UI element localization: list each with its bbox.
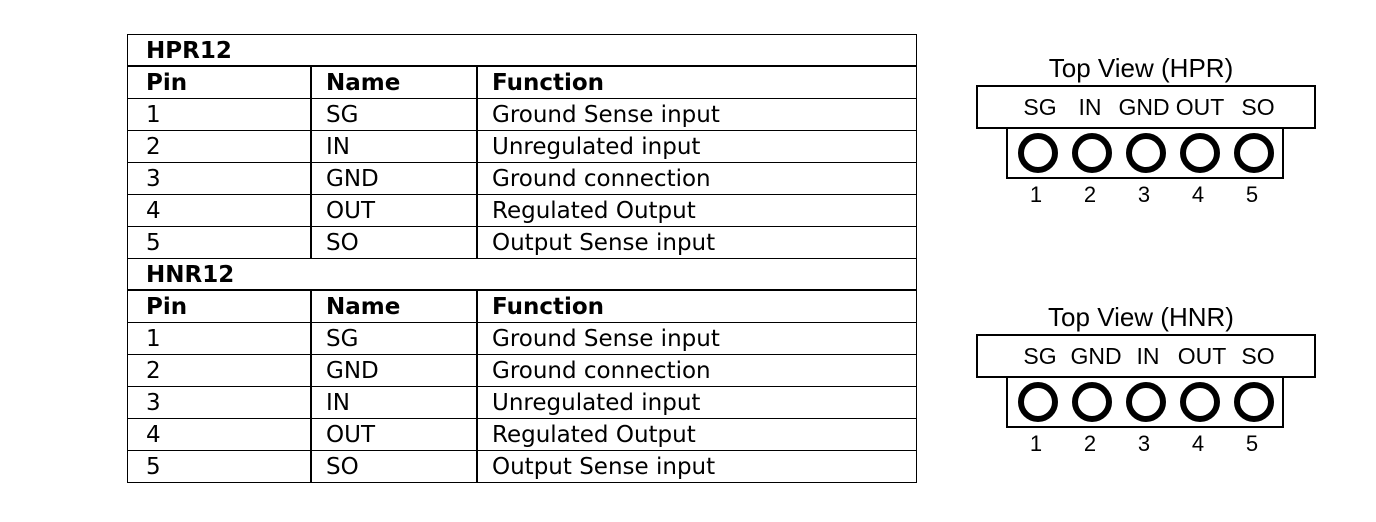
cell-function: Unregulated input xyxy=(492,134,701,160)
pin-number: 3 xyxy=(1137,431,1151,456)
pin-hole-icon xyxy=(1072,133,1112,173)
cell-pin: 5 xyxy=(146,454,161,480)
pin-label: GND xyxy=(1118,94,1170,120)
view-title: Top View (HNR) xyxy=(1048,302,1234,332)
pin-hole-icon xyxy=(1126,382,1166,422)
pin-label: SG xyxy=(1023,343,1057,369)
cell-pin: 1 xyxy=(146,326,161,352)
pin-number: 1 xyxy=(1029,431,1043,456)
cell-name: OUT xyxy=(326,198,375,224)
view-title: Top View (HPR) xyxy=(1048,53,1234,83)
pin-label: SO xyxy=(1241,94,1275,120)
pin-label: IN xyxy=(1136,343,1160,369)
pin-hole-icon xyxy=(1234,133,1274,173)
cell-function: Ground connection xyxy=(492,166,711,192)
pin-number: 2 xyxy=(1083,431,1097,456)
cell-pin: 1 xyxy=(146,102,161,128)
table-row: 5 SO Output Sense input xyxy=(128,451,916,483)
pin-label: SG xyxy=(1023,94,1057,120)
cell-name: SO xyxy=(326,230,359,256)
table-row: 1 SG Ground Sense input xyxy=(128,99,916,131)
pin-label-box: SG GND IN OUT SO xyxy=(976,334,1316,378)
cell-pin: 4 xyxy=(146,198,161,224)
pin-label: GND xyxy=(1070,343,1122,369)
pin-number: 1 xyxy=(1029,182,1043,207)
header-pin: Pin xyxy=(146,294,188,320)
pin-hole-icon xyxy=(1126,133,1166,173)
cell-function: Unregulated input xyxy=(492,390,701,416)
cell-function: Output Sense input xyxy=(492,454,716,480)
section-title-hpr12: HPR12 xyxy=(128,35,916,67)
cell-name: IN xyxy=(326,390,350,416)
pin-label: OUT xyxy=(1177,343,1227,369)
pin-label: SO xyxy=(1241,343,1275,369)
pin-hole-icon xyxy=(1018,133,1058,173)
cell-pin: 2 xyxy=(146,134,161,160)
header-function: Function xyxy=(492,294,605,320)
cell-pin: 3 xyxy=(146,390,161,416)
cell-pin: 4 xyxy=(146,422,161,448)
pin-label: OUT xyxy=(1175,94,1225,120)
pin-hole-icon xyxy=(1180,382,1220,422)
section-title-hnr12: HNR12 xyxy=(128,259,916,291)
table-row: 3 GND Ground connection xyxy=(128,163,916,195)
cell-function: Ground Sense input xyxy=(492,326,720,352)
cell-name: SO xyxy=(326,454,359,480)
cell-name: IN xyxy=(326,134,350,160)
pin-number: 2 xyxy=(1083,182,1097,207)
pin-hole-icon xyxy=(1180,133,1220,173)
table-row: 2 IN Unregulated input xyxy=(128,131,916,163)
pin-number: 3 xyxy=(1137,182,1151,207)
table-header-row: Pin Name Function xyxy=(128,67,916,99)
header-function: Function xyxy=(492,70,605,96)
cell-name: SG xyxy=(326,102,359,128)
header-pin: Pin xyxy=(146,70,188,96)
cell-name: GND xyxy=(326,358,379,384)
pin-label-box: SG IN GND OUT SO xyxy=(976,85,1316,129)
cell-pin: 2 xyxy=(146,358,161,384)
cell-name: SG xyxy=(326,326,359,352)
cell-function: Regulated Output xyxy=(492,422,696,448)
pin-hole-icon xyxy=(1234,382,1274,422)
pin-header-box xyxy=(1006,129,1284,179)
cell-name: GND xyxy=(326,166,379,192)
pin-number: 5 xyxy=(1245,431,1259,456)
table-row: 5 SO Output Sense input xyxy=(128,227,916,259)
pin-number: 4 xyxy=(1191,431,1205,456)
cell-pin: 5 xyxy=(146,230,161,256)
table-row: 4 OUT Regulated Output xyxy=(128,419,916,451)
cell-function: Ground connection xyxy=(492,358,711,384)
table-row: 3 IN Unregulated input xyxy=(128,387,916,419)
table-row: 2 GND Ground connection xyxy=(128,355,916,387)
header-name: Name xyxy=(326,294,401,320)
pin-hole-icon xyxy=(1018,382,1058,422)
pin-header-box xyxy=(1006,378,1284,428)
pin-number: 5 xyxy=(1245,182,1259,207)
cell-function: Output Sense input xyxy=(492,230,716,256)
cell-name: OUT xyxy=(326,422,375,448)
table-row: 4 OUT Regulated Output xyxy=(128,195,916,227)
table-header-row: Pin Name Function xyxy=(128,291,916,323)
cell-function: Ground Sense input xyxy=(492,102,720,128)
pin-label: IN xyxy=(1078,94,1102,120)
pin-hole-icon xyxy=(1072,382,1112,422)
pin-number: 4 xyxy=(1191,182,1205,207)
pin-table: HPR12 Pin Name Function 1 SG Ground Sens… xyxy=(127,34,917,483)
header-name: Name xyxy=(326,70,401,96)
table-row: 1 SG Ground Sense input xyxy=(128,323,916,355)
cell-function: Regulated Output xyxy=(492,198,696,224)
cell-pin: 3 xyxy=(146,166,161,192)
